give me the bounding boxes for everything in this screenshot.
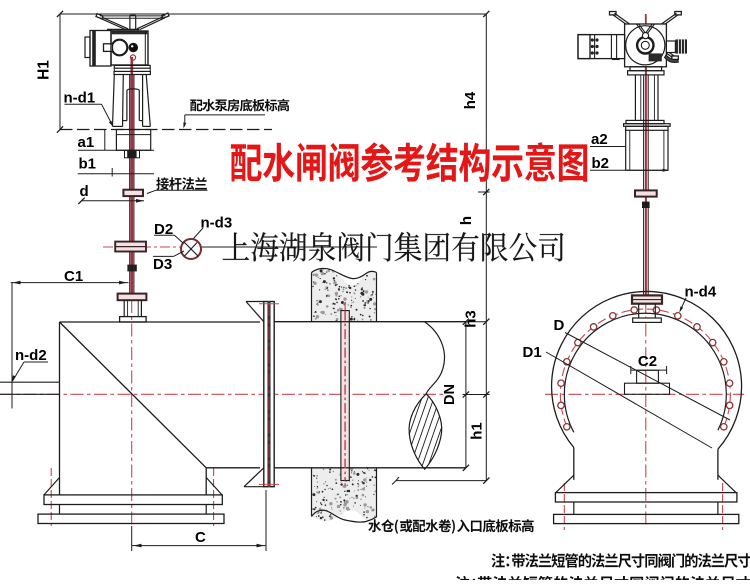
svg-text:C2: C2 xyxy=(638,353,657,370)
svg-text:n-d1: n-d1 xyxy=(64,89,96,106)
svg-text:D: D xyxy=(554,317,565,334)
svg-text:n-d2: n-d2 xyxy=(15,347,47,364)
svg-text:H1: H1 xyxy=(35,60,52,80)
svg-text:h4: h4 xyxy=(462,91,479,109)
svg-text:n-d4: n-d4 xyxy=(685,284,717,301)
svg-text:b2: b2 xyxy=(592,155,610,172)
svg-text:b1: b1 xyxy=(79,156,97,173)
svg-text:a2: a2 xyxy=(591,131,608,148)
svg-text:C: C xyxy=(195,529,206,546)
svg-text:D3: D3 xyxy=(153,256,172,273)
svg-text:h1: h1 xyxy=(468,422,485,440)
svg-text:C1: C1 xyxy=(64,268,83,285)
svg-text:DN: DN xyxy=(442,384,458,405)
svg-text:D1: D1 xyxy=(523,344,542,361)
svg-text:h3: h3 xyxy=(463,310,480,328)
svg-text:h: h xyxy=(458,216,475,225)
svg-text:D2: D2 xyxy=(154,221,173,238)
svg-text:d: d xyxy=(80,183,89,200)
svg-text:n-d3: n-d3 xyxy=(201,214,233,231)
svg-text:a1: a1 xyxy=(78,134,95,151)
